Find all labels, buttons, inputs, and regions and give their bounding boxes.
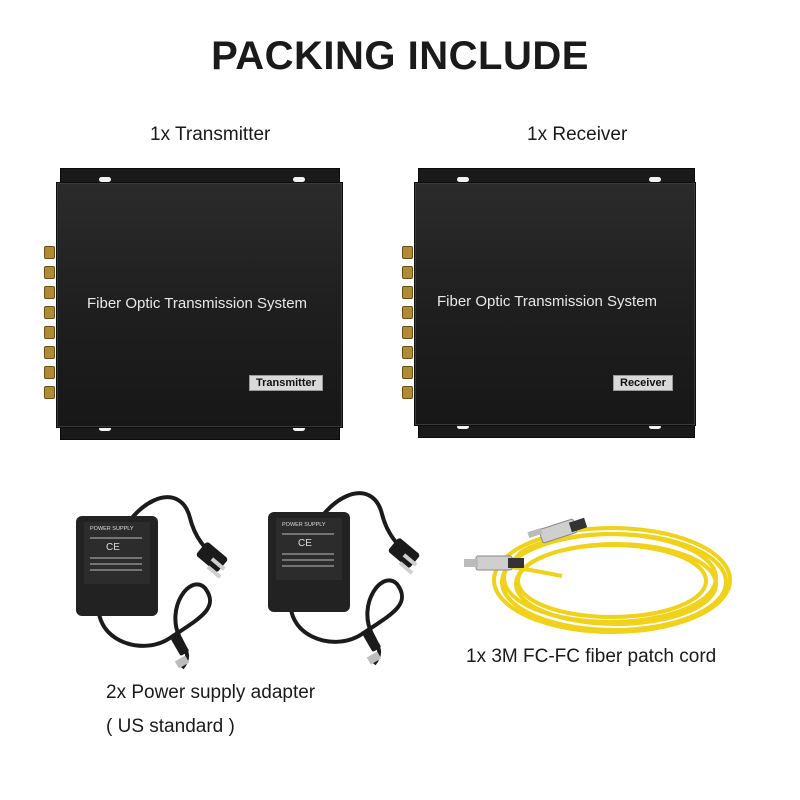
adapter-label-title: POWER SUPPLY [282,522,326,528]
transmitter-tag: Transmitter [249,375,323,391]
fc-connector-top [527,517,588,544]
power-adapter-caption: 2x Power supply adapter [106,682,316,703]
fc-connector-left [464,555,524,571]
page-title: PACKING INCLUDE [211,34,589,78]
transmitter-body: Fiber Optic Transmission System Transmit… [56,182,343,428]
receiver-tag: Receiver [613,375,673,391]
transmitter-panel-text: Fiber Optic Transmission System [87,295,308,312]
adapter-label-title: POWER SUPPLY [90,526,134,532]
power-adapter-standard: ( US standard ) [106,716,235,737]
receiver-body: Fiber Optic Transmission System Receiver [414,182,696,426]
fiber-patch-cord [464,517,732,634]
power-adapter-1: POWER SUPPLY CE [76,495,228,670]
receiver-panel-text: Fiber Optic Transmission System [437,293,658,310]
receiver-caption: 1x Receiver [527,124,628,145]
transmitter-unit: Fiber Optic Transmission System Transmit… [40,168,350,440]
adapter-ce-mark: CE [106,542,120,553]
transmitter-caption: 1x Transmitter [150,124,271,145]
adapter-ce-mark: CE [298,538,312,549]
patch-cord-caption: 1x 3M FC-FC fiber patch cord [466,646,717,667]
receiver-unit: Fiber Optic Transmission System Receiver [398,168,703,438]
power-adapter-2: POWER SUPPLY CE [268,491,420,666]
